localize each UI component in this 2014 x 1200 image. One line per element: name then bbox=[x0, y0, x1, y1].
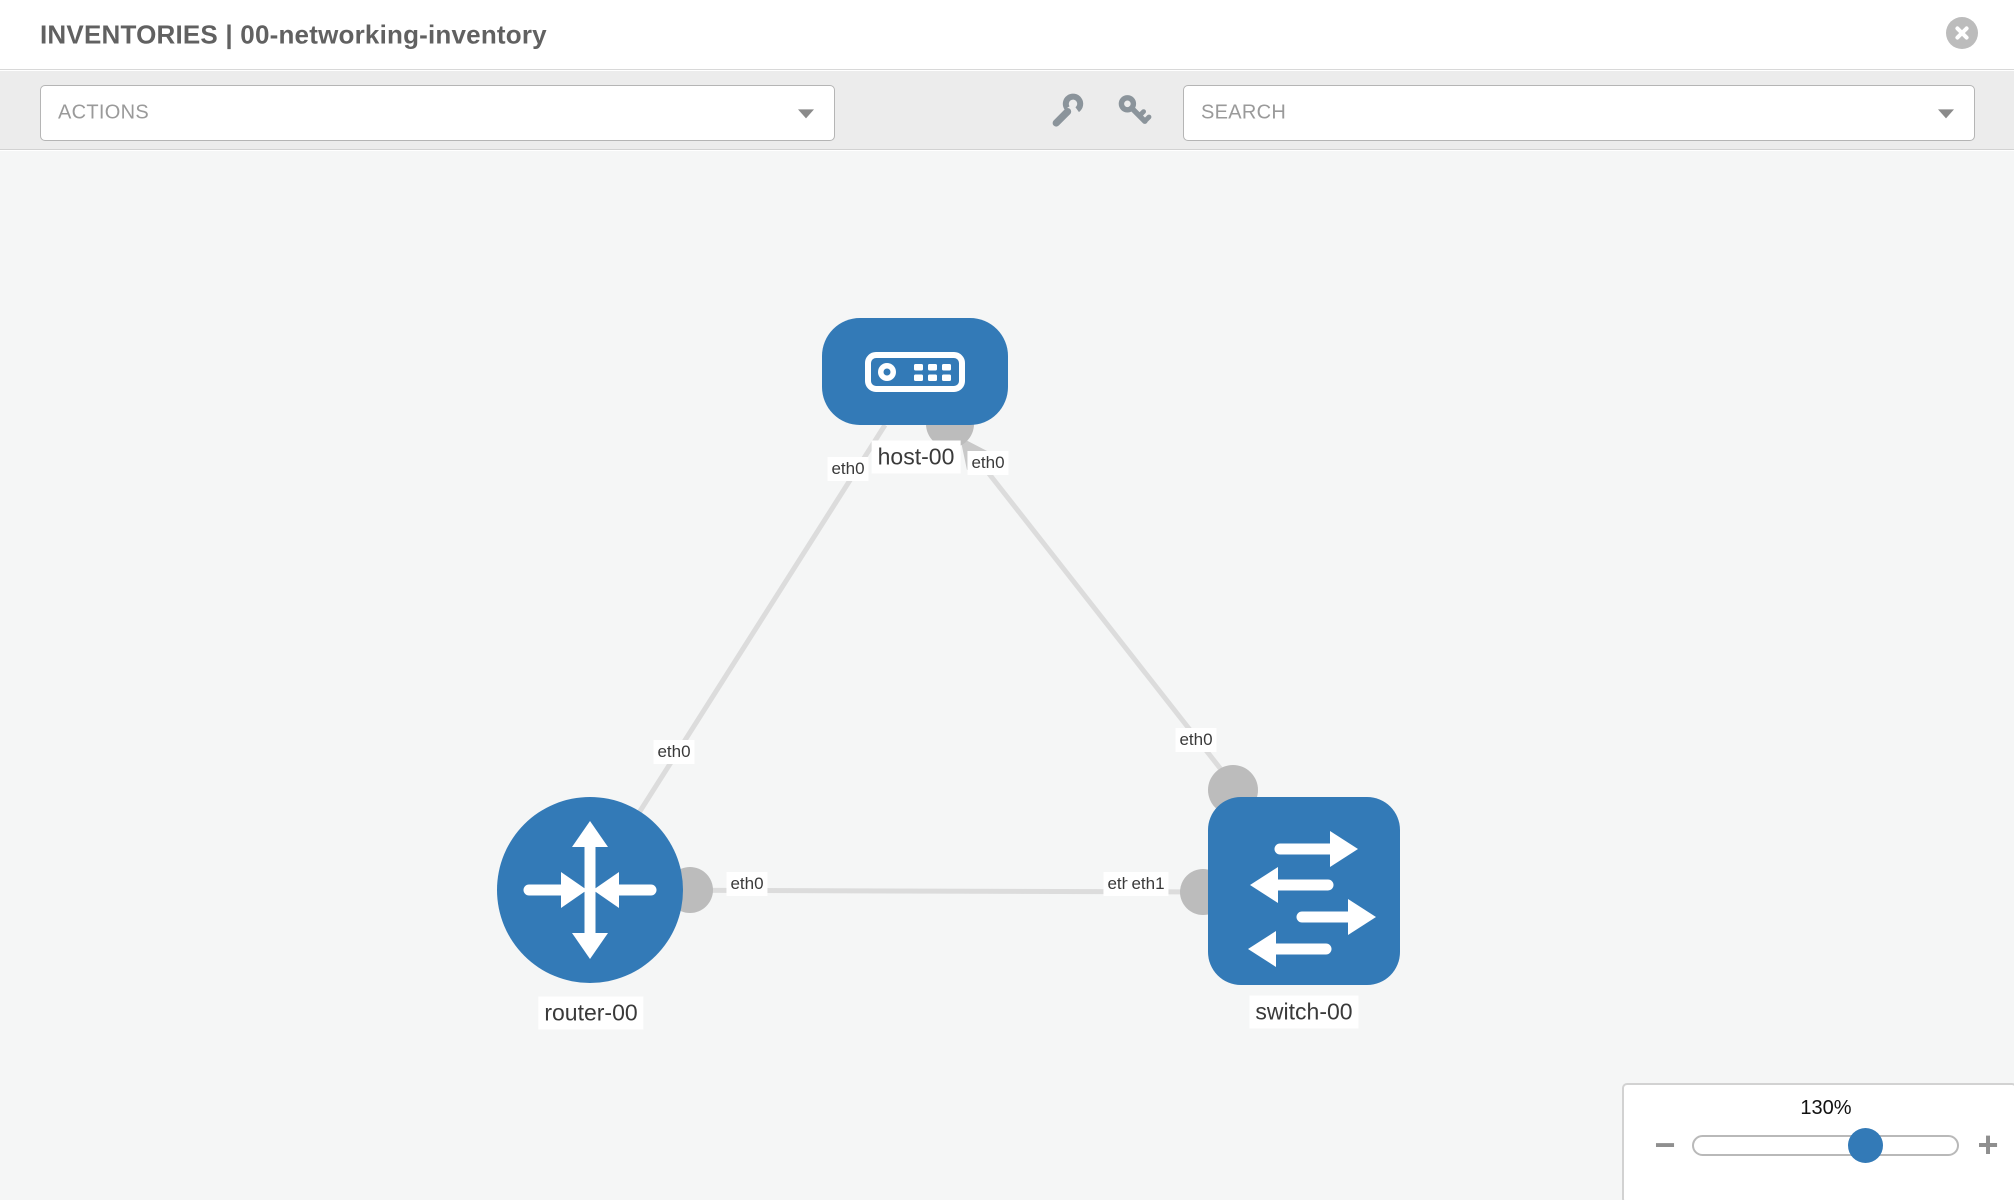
zoom-percent-label: 130% bbox=[1800, 1097, 1852, 1119]
search-dropdown-label: SEARCH bbox=[1201, 101, 1287, 124]
host-icon bbox=[865, 351, 965, 392]
node-host-00[interactable] bbox=[822, 318, 1008, 425]
node-switch-00[interactable] bbox=[1208, 797, 1400, 985]
topology-canvas[interactable]: host-00 router-00 switch-00 eth0 eth0 et… bbox=[0, 151, 2014, 1200]
key-icon bbox=[1118, 95, 1152, 124]
wrench-icon bbox=[1052, 93, 1084, 127]
if-label-host-eth0-right: eth0 bbox=[967, 451, 1009, 475]
if-label-host-eth0-left: eth0 bbox=[827, 457, 869, 481]
router-icon bbox=[523, 821, 657, 959]
node-router-00[interactable] bbox=[497, 797, 683, 983]
search-dropdown[interactable]: SEARCH bbox=[1183, 85, 1975, 141]
toolbar: ACTIONS SEARCH bbox=[0, 71, 2014, 150]
if-label-router-eth0-up: eth0 bbox=[653, 740, 695, 764]
zoom-out-button[interactable]: − bbox=[1654, 1124, 1676, 1165]
zoom-in-button[interactable]: + bbox=[1977, 1124, 1999, 1165]
chevron-down-icon bbox=[1938, 109, 1954, 119]
header-bar: INVENTORIES | 00-networking-inventory bbox=[0, 0, 2014, 70]
node-label-host: host-00 bbox=[871, 440, 961, 474]
node-label-switch: switch-00 bbox=[1249, 995, 1359, 1029]
switch-icon bbox=[1248, 831, 1376, 967]
page-title: INVENTORIES | 00-networking-inventory bbox=[40, 19, 547, 49]
actions-dropdown-label: ACTIONS bbox=[58, 101, 149, 124]
actions-dropdown[interactable]: ACTIONS bbox=[40, 85, 835, 141]
wrench-button[interactable] bbox=[1049, 93, 1085, 129]
zoom-slider-handle[interactable] bbox=[1848, 1128, 1883, 1163]
node-label-router: router-00 bbox=[538, 996, 644, 1030]
if-label-router-eth0-side: eth0 bbox=[726, 872, 768, 896]
zoom-panel: 130% − + bbox=[1622, 1083, 2014, 1200]
chevron-down-icon bbox=[798, 109, 814, 119]
if-label-switch-eth1: eth1 bbox=[1127, 872, 1169, 896]
key-button[interactable] bbox=[1116, 93, 1152, 129]
if-label-switch-eth0-up: eth0 bbox=[1175, 728, 1217, 752]
zoom-slider-track[interactable] bbox=[1692, 1135, 1959, 1156]
close-button[interactable] bbox=[1946, 17, 1978, 49]
links-layer bbox=[587, 400, 1258, 915]
